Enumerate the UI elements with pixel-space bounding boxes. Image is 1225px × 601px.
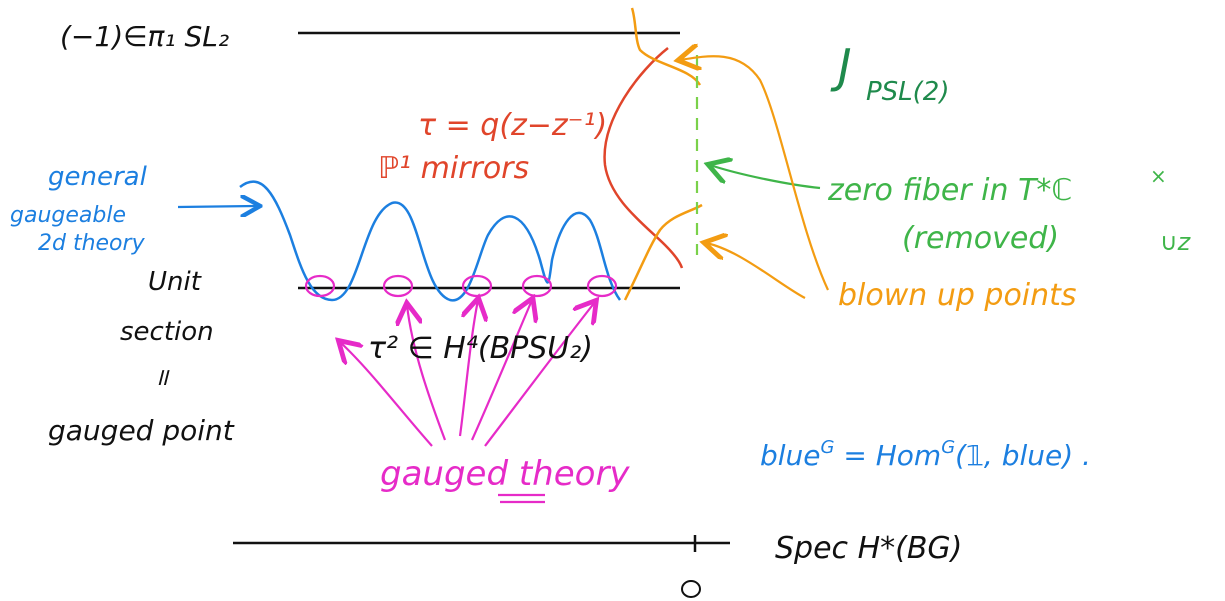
blown-up-curve-bottom: [623, 203, 703, 301]
general-label-1: general: [48, 162, 148, 192]
gauged-arrow-4: [470, 300, 532, 441]
gauged-arrow-5: [484, 302, 595, 447]
blown-up-arrow-top: [680, 56, 829, 291]
zero-fiber-label: zero fiber in T*ℂ: [827, 173, 1072, 208]
tau-definition: τ = q(z−z⁻¹): [418, 108, 607, 143]
gauged-arrow-2: [407, 305, 447, 441]
zero-fiber-subscript: ∪z: [1160, 228, 1192, 256]
top-line-label: (−1)∈π₁ SL₂: [60, 20, 229, 53]
gauged-point-marker: [461, 274, 493, 298]
gauged-point-marker: [586, 274, 618, 298]
unit-label-1: Unit: [148, 267, 202, 297]
blue-eq-part: blue: [760, 439, 821, 472]
gauged-theory-label: gauged theory: [380, 454, 630, 494]
tau-squared-label: τ² ∈ H⁴(BPSU₂): [368, 331, 593, 366]
j-psl-label: J: [830, 39, 852, 93]
zero-fiber-superscript: ×: [1150, 164, 1167, 188]
spec-label: Spec H*(BG): [775, 531, 962, 566]
blown-up-arrow-bottom: [706, 243, 806, 299]
blue-eq-sup: G: [821, 437, 835, 458]
p1-mirrors-label: ℙ¹ mirrors: [378, 151, 529, 186]
zero-fiber-removed: (removed): [902, 221, 1059, 256]
unit-label-2: section: [120, 317, 214, 347]
unit-label-4: gauged point: [48, 414, 235, 447]
general-arrow: [177, 206, 258, 207]
blown-up-curve-top: [630, 7, 702, 86]
blue-eq-sup2: G: [941, 437, 955, 458]
zero-marker: [681, 580, 701, 598]
gaugeable-theory-curve: [239, 180, 622, 302]
gauged-point-marker: [304, 274, 336, 298]
general-label-3: 2d theory: [38, 231, 146, 256]
zero-fiber-arrow: [710, 165, 821, 190]
gauged-arrow-3: [458, 300, 478, 437]
p1-mirror-curve: [603, 47, 684, 269]
unit-label-3: ॥: [154, 363, 170, 391]
gauged-point-marker: [521, 274, 553, 298]
j-psl-subscript: PSL(2): [866, 77, 950, 107]
blue-equation: blueG = HomG(𝟙, blue) .: [760, 437, 1091, 472]
blue-eq-tail: (𝟙, blue) .: [955, 439, 1091, 472]
blown-up-points-label: blown up points: [838, 278, 1077, 313]
blue-eq-mid: = Hom: [834, 439, 941, 472]
gauged-point-marker: [382, 274, 414, 298]
general-label-2: gaugeable: [10, 203, 126, 228]
gauged-arrow-1: [340, 342, 433, 447]
